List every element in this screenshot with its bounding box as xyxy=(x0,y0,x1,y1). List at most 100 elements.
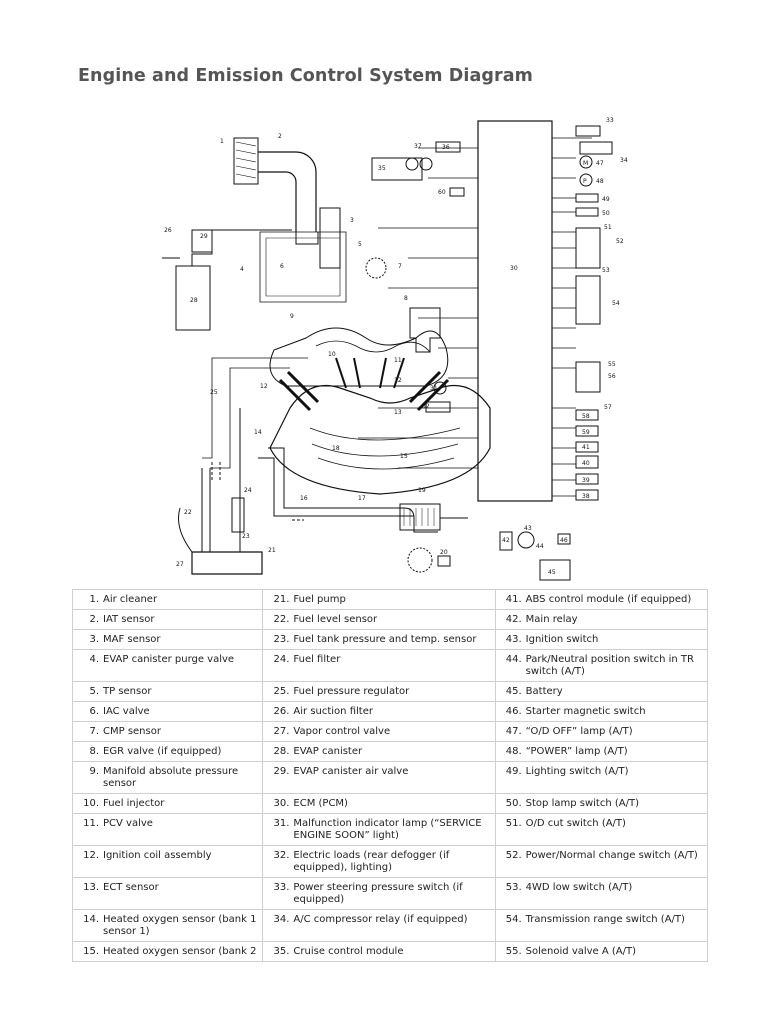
callout-31: 31 xyxy=(430,385,438,392)
legend-cell: 15.Heated oxygen sensor (bank 2 xyxy=(71,941,264,962)
legend-cell: 52.Power/Normal change switch (A/T) xyxy=(494,845,709,878)
legend-item: 12.Ignition coil assembly xyxy=(77,850,258,862)
legend-cell: 34.A/C compressor relay (if equipped) xyxy=(262,909,496,942)
callout-60: 60 xyxy=(438,189,446,196)
legend-item: 54.Transmission range switch (A/T) xyxy=(500,914,703,926)
legend-cell: 30.ECM (PCM) xyxy=(262,793,496,814)
callout-3: 3 xyxy=(350,217,354,224)
callout-50: 50 xyxy=(602,210,610,217)
legend-row: 12.Ignition coil assembly 32.Electric loa… xyxy=(71,845,709,878)
legend-cell: 44.Park/Neutral position switch in TR sw… xyxy=(494,649,709,682)
legend-item-label: Electric loads (rear defogger (if equipp… xyxy=(293,850,450,873)
legend-item-label: Fuel tank pressure and temp. sensor xyxy=(293,634,477,645)
page-title: Engine and Emission Control System Diagr… xyxy=(78,66,533,86)
legend-cell: 1.Air cleaner xyxy=(71,589,264,610)
callout-48: 48 xyxy=(596,178,604,185)
legend-cell: 55.Solenoid valve A (A/T) xyxy=(494,941,709,962)
callout-36: 36 xyxy=(442,144,450,151)
callout-13: 13 xyxy=(394,409,402,416)
legend-item-label: Power steering pressure switch (if equip… xyxy=(293,882,463,905)
legend-item: 7.CMP sensor xyxy=(77,726,258,738)
legend-item-number: 3. xyxy=(89,634,99,645)
legend-item: 21.Fuel pump xyxy=(267,594,490,606)
legend-cell: 50.Stop lamp switch (A/T) xyxy=(494,793,709,814)
legend-item-number: 45. xyxy=(505,686,522,697)
legend-item-number: 7. xyxy=(89,726,99,737)
legend-item-label: “POWER” lamp (A/T) xyxy=(525,746,628,757)
callout-27: 27 xyxy=(176,561,184,568)
legend-item: 9.Manifold absolute pressure sensor xyxy=(77,766,258,790)
callout-39: 39 xyxy=(582,477,590,484)
legend-cell: 3.MAF sensor xyxy=(71,629,264,650)
legend-item: 11.PCV valve xyxy=(77,818,258,830)
legend-item-label: “O/D OFF” lamp (A/T) xyxy=(525,726,633,737)
callout-21: 21 xyxy=(268,547,276,554)
legend-item-label: Vapor control valve xyxy=(293,726,391,737)
callout-5: 5 xyxy=(358,241,362,248)
legend-cell: 9.Manifold absolute pressure sensor xyxy=(71,761,264,794)
legend-item-label: Lighting switch (A/T) xyxy=(525,766,629,777)
legend-cell: 5.TP sensor xyxy=(71,681,264,702)
legend-item-label: Fuel pressure regulator xyxy=(293,686,410,697)
legend-item-number: 15. xyxy=(83,946,99,957)
legend-item-label: Main relay xyxy=(525,614,578,625)
legend-item-label: Air cleaner xyxy=(103,594,158,605)
legend-item-number: 27. xyxy=(273,726,290,737)
legend-row: 8.EGR valve (if equipped)28.EVAP caniste… xyxy=(71,741,709,762)
legend-item-number: 48. xyxy=(505,746,522,757)
legend-item-number: 46. xyxy=(505,706,522,717)
legend-item-number: 53. xyxy=(505,882,522,893)
callout-44: 44 xyxy=(536,543,544,550)
legend-row: 7.CMP sensor 27.Vapor control valve 47.“O/… xyxy=(71,721,709,742)
callout-26: 26 xyxy=(164,227,172,234)
legend-row: 15.Heated oxygen sensor (bank 2 35.Cruise… xyxy=(71,941,709,962)
legend-row: 11.PCV valve 31.Malfunction indicator lam… xyxy=(71,813,709,846)
legend-item-label: Fuel level sensor xyxy=(293,614,378,625)
legend-item-label: EGR valve (if equipped) xyxy=(103,746,222,757)
callout-42: 42 xyxy=(502,537,510,544)
legend-item: 52.Power/Normal change switch (A/T) xyxy=(500,850,703,862)
legend-cell: 51.O/D cut switch (A/T) xyxy=(494,813,709,846)
legend-item-number: 32. xyxy=(273,850,290,861)
legend-item: 26.Air suction filter xyxy=(267,706,490,718)
legend-cell: 31.Malfunction indicator lamp (“SERVICE … xyxy=(262,813,496,846)
legend-cell: 53.4WD low switch (A/T) xyxy=(494,877,709,910)
legend-item-label: 4WD low switch (A/T) xyxy=(525,882,633,893)
legend-cell: 35.Cruise control module xyxy=(262,941,496,962)
legend-item: 23.Fuel tank pressure and temp. sensor xyxy=(267,634,490,646)
callout-56: 56 xyxy=(608,373,616,380)
callout-32: 32 xyxy=(422,403,430,410)
legend-item-label: Manifold absolute pressure sensor xyxy=(103,766,239,789)
callout-38: 38 xyxy=(582,493,590,500)
legend-item-label: TP sensor xyxy=(103,686,152,697)
legend-item: 1.Air cleaner xyxy=(77,594,258,606)
legend-item: 35.Cruise control module xyxy=(267,946,490,958)
callout-24: 24 xyxy=(244,487,252,494)
legend-item-number: 47. xyxy=(505,726,522,737)
callout-20: 20 xyxy=(440,549,448,556)
legend-item-number: 23. xyxy=(273,634,290,645)
legend-item-label: Solenoid valve A (A/T) xyxy=(525,946,637,957)
legend-item-label: EVAP canister purge valve xyxy=(103,654,235,665)
legend-item: 8.EGR valve (if equipped) xyxy=(77,746,258,758)
callout-6: 6 xyxy=(280,263,284,270)
legend-item-label: PCV valve xyxy=(103,818,153,829)
legend-item: 30.ECM (PCM) xyxy=(267,798,490,810)
legend-item: 51.O/D cut switch (A/T) xyxy=(500,818,703,830)
callout-25: 25 xyxy=(210,389,218,396)
callout-4: 4 xyxy=(240,266,244,273)
callout-29: 29 xyxy=(200,233,208,240)
legend-cell: 8.EGR valve (if equipped) xyxy=(71,741,264,762)
catalyst-shape xyxy=(399,503,441,531)
legend-item-number: 21. xyxy=(273,594,290,605)
legend-item-number: 54. xyxy=(505,914,522,925)
legend-cell: 54.Transmission range switch (A/T) xyxy=(494,909,709,942)
legend-item: 15.Heated oxygen sensor (bank 2 xyxy=(77,946,258,958)
legend-item: 27.Vapor control valve xyxy=(267,726,490,738)
legend-item-number: 12. xyxy=(83,850,99,861)
callout-57: 57 xyxy=(604,404,612,411)
callout-40: 40 xyxy=(582,460,590,467)
air-cleaner-shape xyxy=(233,137,259,185)
